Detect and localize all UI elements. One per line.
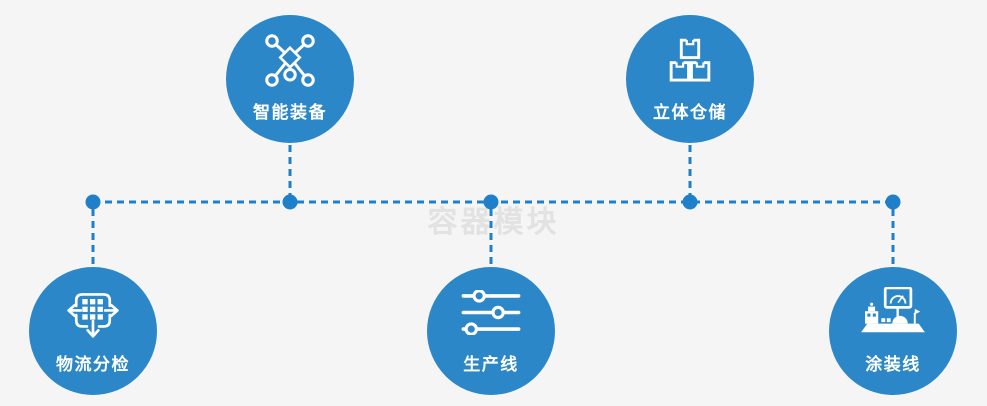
node-production-line: 生产线 [427,267,555,395]
node-label: 智能装备 [253,103,327,122]
stacked-boxes-icon [669,37,711,82]
node-label: 物流分检 [56,355,130,374]
node-label: 立体仓储 [653,103,727,122]
node-warehouse: 立体仓储 [626,15,754,143]
node-label: 生产线 [463,355,519,374]
node-label: 涂装线 [865,355,921,374]
node-coating-line: 涂装线 [829,267,957,395]
junction-dots [85,194,901,210]
node-smart-equipment: 智能装备 [226,15,354,143]
node-logistics-sorting: 物流分检 [29,267,157,395]
control-console-icon [861,287,925,333]
sliders-icon [461,289,521,335]
sorting-arrows-icon [67,293,119,338]
network-nodes-icon [265,33,315,87]
